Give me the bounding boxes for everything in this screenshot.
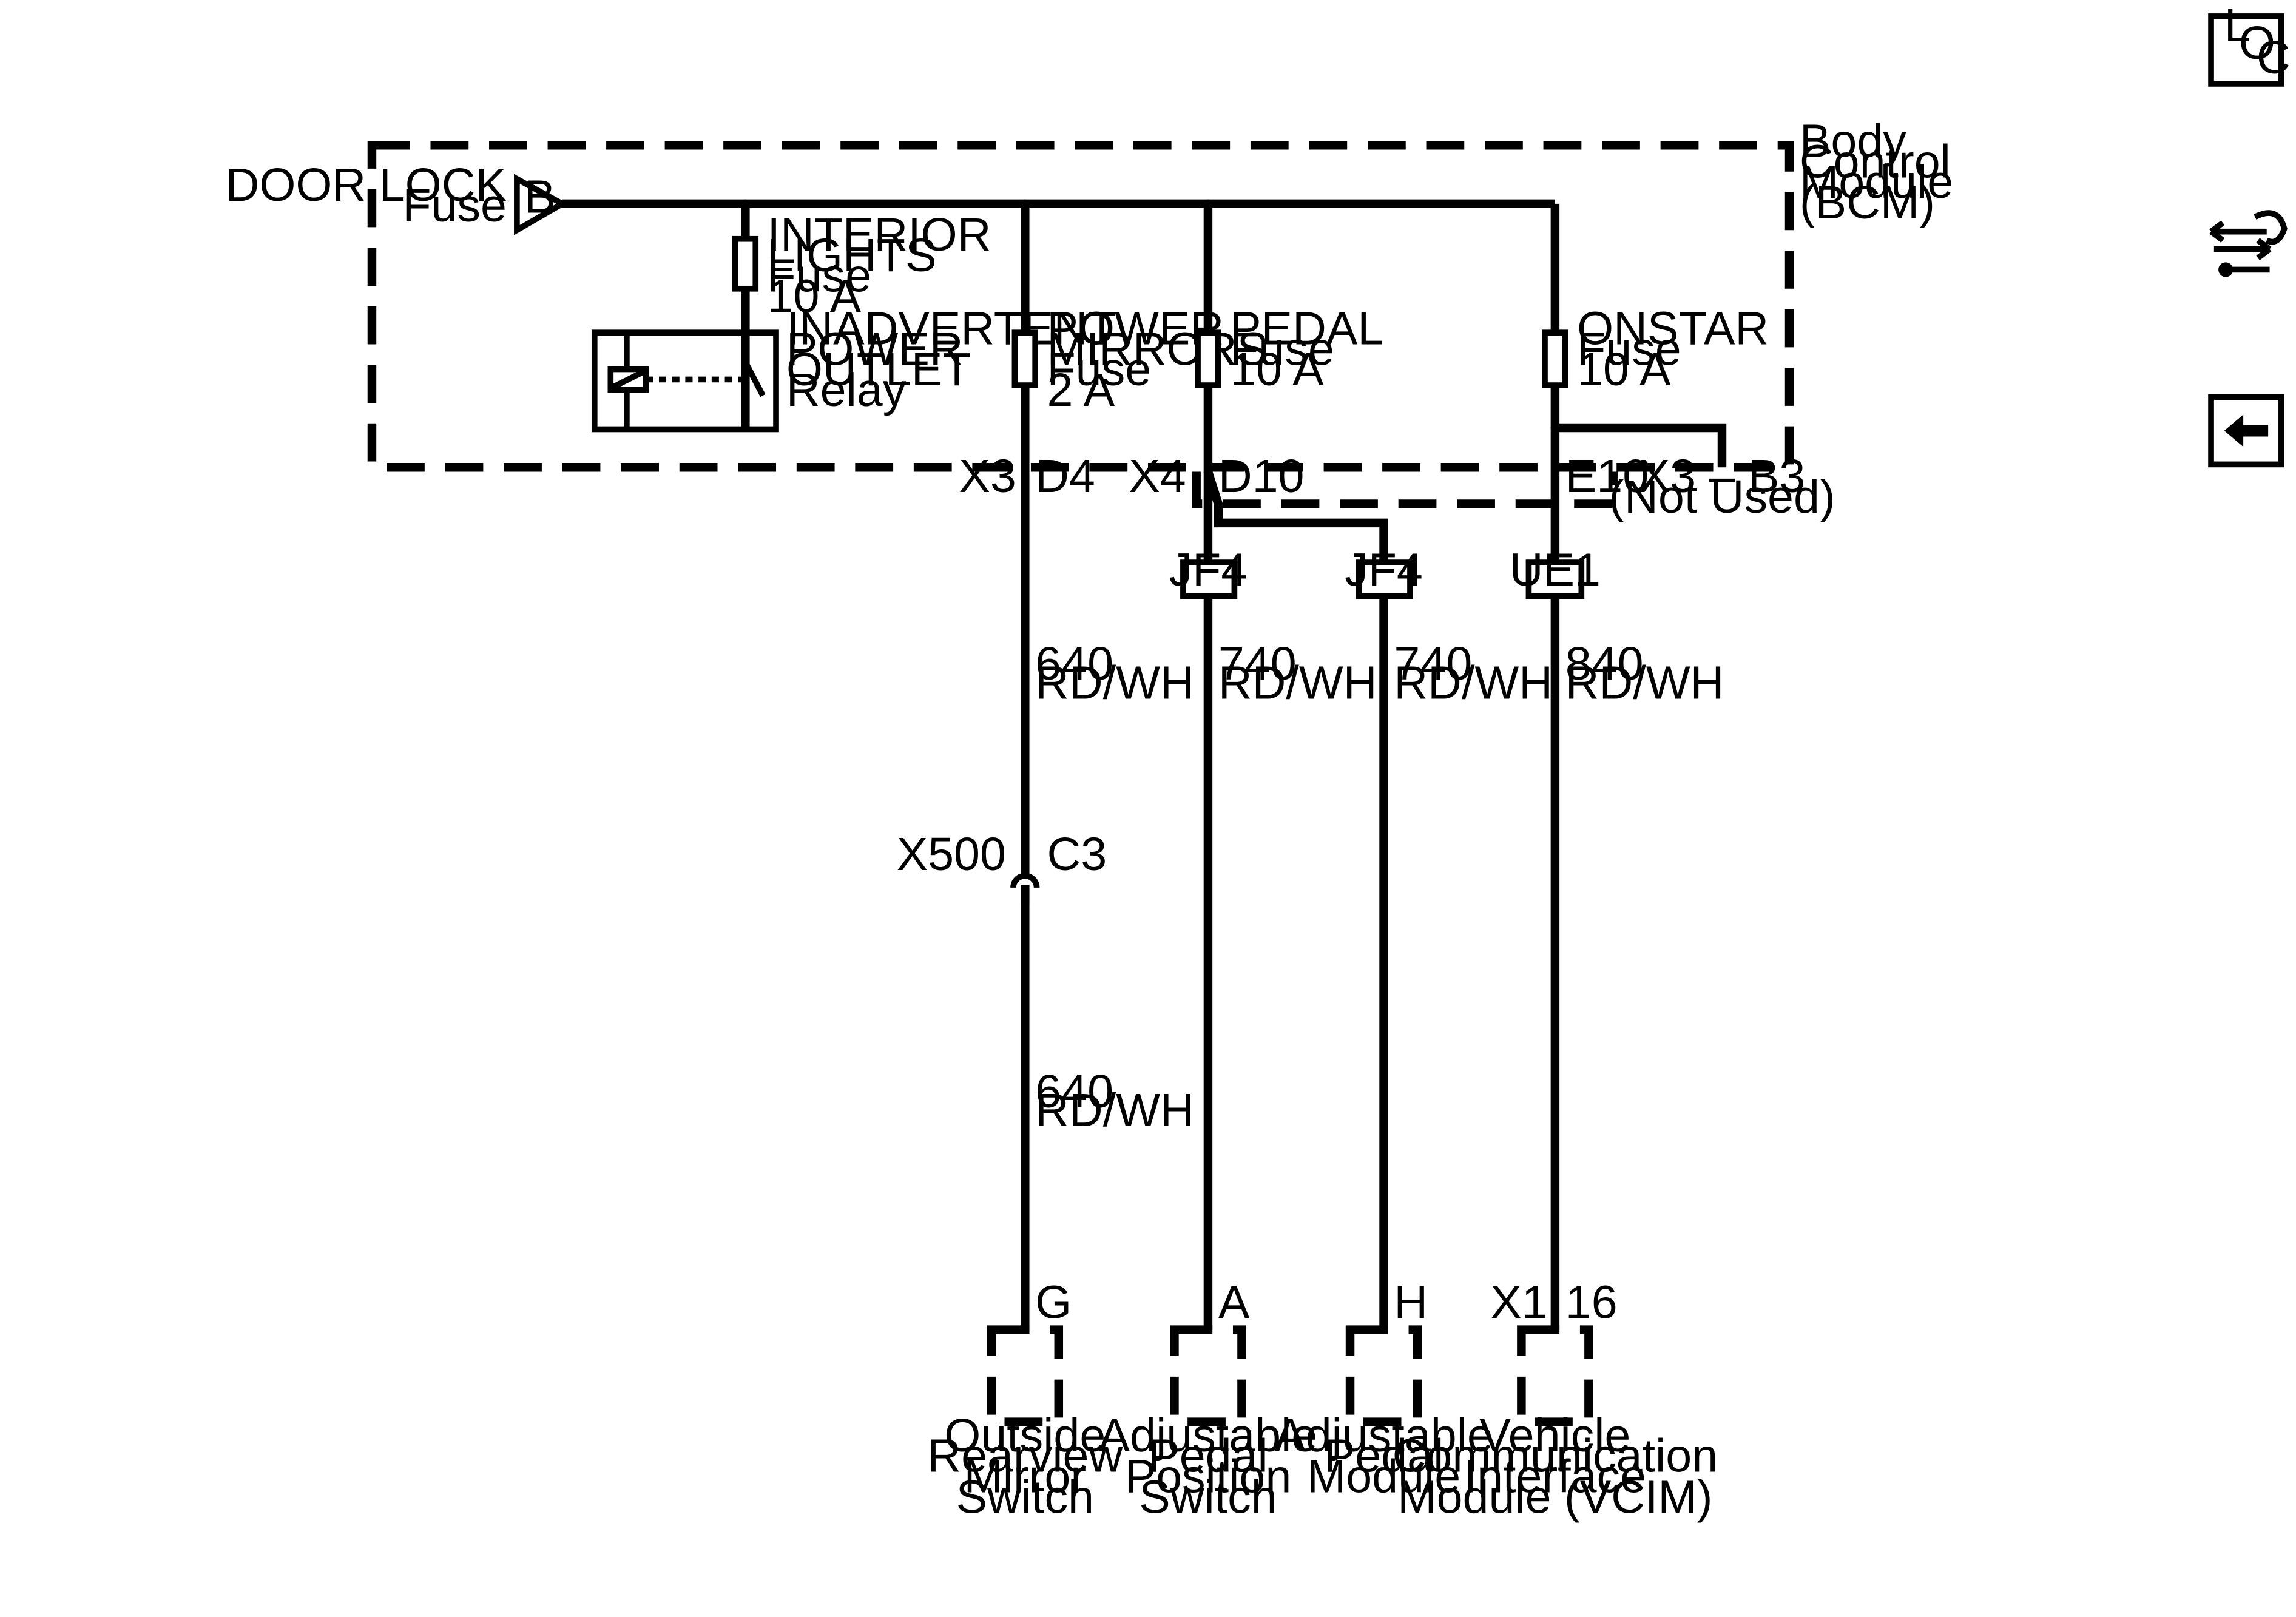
svg-text:Switch: Switch <box>1139 1471 1277 1523</box>
svg-text:Module: Module <box>1800 156 1953 208</box>
svg-text:Pedal: Pedal <box>1148 1430 1268 1482</box>
wire-label-640-top: 640 RD/WH <box>1035 638 1194 709</box>
pin-labels: G A H X1 16 <box>1035 1276 1618 1328</box>
svg-text:X3 – B3: X3 – B3 <box>1639 450 1806 502</box>
svg-text:C: C <box>2257 32 2291 84</box>
loc-icon[interactable]: L O C <box>2208 0 2291 87</box>
svg-text:Fuse: Fuse <box>1577 323 1681 375</box>
svg-text:POWER: POWER <box>1047 302 1224 354</box>
svg-text:840: 840 <box>1565 638 1644 690</box>
svg-text:MIRRORS: MIRRORS <box>1047 323 1268 375</box>
svg-text:H: H <box>1394 1276 1428 1328</box>
svg-text:Module: Module <box>1307 1450 1460 1502</box>
door-lock-fuse: B DOOR LOCK Fuse <box>226 159 569 235</box>
svg-text:Mirror: Mirror <box>964 1450 1086 1502</box>
svg-text:E10: E10 <box>1565 450 1649 502</box>
svg-text:Vehicle: Vehicle <box>1479 1409 1630 1462</box>
svg-text:Switch: Switch <box>956 1471 1094 1523</box>
connector-x4-outline <box>1192 471 1618 508</box>
svg-text:Fuse: Fuse <box>402 180 507 232</box>
component-mirror-switch: Outside Rearview Mirror Switch <box>927 1325 1123 1523</box>
svg-text:INTERIOR: INTERIOR <box>768 209 991 261</box>
svg-text:Module (VCIM): Module (VCIM) <box>1397 1471 1712 1523</box>
interior-lights-fuse: INTERIOR LIGHTS Fuse 10 A <box>732 203 991 430</box>
power-mirrors-fuse: POWER MIRRORS Fuse 2 A <box>1011 302 1268 416</box>
svg-text:Communication: Communication <box>1393 1430 1718 1482</box>
svg-text:Pedal: Pedal <box>1324 1430 1444 1482</box>
svg-text:10 A: 10 A <box>1577 343 1671 396</box>
svg-text:Body: Body <box>1800 115 1906 167</box>
wire-740-branch <box>1203 385 1388 563</box>
svg-text:Rearview: Rearview <box>927 1430 1123 1482</box>
svg-text:RD/WH: RD/WH <box>1035 1084 1194 1136</box>
bcm-module-label: Body Control Module (BCM) <box>1800 115 1953 229</box>
svg-text:16: 16 <box>1565 1276 1618 1328</box>
svg-text:L: L <box>2224 0 2250 52</box>
svg-text:OUTLET: OUTLET <box>786 343 971 396</box>
inline-connector-x500: X500 C3 <box>897 828 1107 905</box>
svg-text:POWER: POWER <box>786 323 964 375</box>
svg-text:640: 640 <box>1035 1065 1113 1118</box>
svg-text:Adjustable: Adjustable <box>1274 1409 1493 1462</box>
svg-text:Fuse: Fuse <box>768 250 872 302</box>
svg-text:RD/WH: RD/WH <box>1565 657 1724 709</box>
svg-text:ONSTAR: ONSTAR <box>1577 302 1769 354</box>
wire-not-used <box>1555 423 1727 468</box>
svg-text:INADVERTENT: INADVERTENT <box>786 302 1116 354</box>
component-vcim: Vehicle Communication Interface Module (… <box>1393 1325 1718 1523</box>
bcm-module-border <box>367 141 1794 472</box>
svg-text:(Not Used): (Not Used) <box>1609 471 1835 523</box>
svg-text:RD/WH: RD/WH <box>1035 657 1194 709</box>
svg-text:X3: X3 <box>959 450 1016 502</box>
splice-jf4-a: JF4 <box>1169 544 1248 599</box>
svg-text:LIGHTS: LIGHTS <box>768 229 937 282</box>
svg-text:640: 640 <box>1035 638 1113 690</box>
wire-label-740-a: 740 RD/WH <box>1218 638 1377 709</box>
svg-text:D10: D10 <box>1218 450 1305 502</box>
svg-text:G: G <box>1035 1276 1072 1328</box>
svg-text:Adjustable: Adjustable <box>1099 1409 1318 1462</box>
svg-text:(BCM): (BCM) <box>1800 177 1935 229</box>
svg-text:O: O <box>2239 17 2275 69</box>
svg-text:RD/WH: RD/WH <box>1218 657 1377 709</box>
connector-labels: X3 D4 X4 D10 E10 X3 – B3 (Not Used) <box>959 450 1835 523</box>
svg-text:10 A: 10 A <box>1230 343 1324 396</box>
svg-text:RD/WH: RD/WH <box>1394 657 1553 709</box>
svg-text:C3: C3 <box>1047 828 1107 880</box>
svg-text:Outside: Outside <box>944 1409 1106 1462</box>
svg-text:Control: Control <box>1800 135 1951 187</box>
svg-text:Relay: Relay <box>786 364 907 416</box>
svg-text:X500: X500 <box>897 828 1006 880</box>
svg-text:Interface: Interface <box>1464 1450 1646 1502</box>
splice-jf4-b: JF4 <box>1345 544 1423 599</box>
wire-label-640-bottom: 640 RD/WH <box>1035 1065 1194 1136</box>
back-arrow-icon[interactable] <box>2208 394 2284 468</box>
splice-ue1: UE1 <box>1510 544 1601 599</box>
svg-text:PEDAL: PEDAL <box>1230 302 1383 354</box>
svg-text:X1: X1 <box>1490 1276 1547 1328</box>
svg-text:B: B <box>524 170 556 223</box>
svg-text:2 A: 2 A <box>1047 364 1115 416</box>
svg-text:JF4: JF4 <box>1169 544 1248 596</box>
svg-text:JF4: JF4 <box>1345 544 1423 596</box>
svg-text:DOOR LOCK: DOOR LOCK <box>226 159 507 211</box>
svg-text:Fuse: Fuse <box>1230 323 1334 375</box>
svg-text:10 A: 10 A <box>768 270 862 322</box>
svg-text:Fuse: Fuse <box>1047 343 1151 396</box>
wire-label-740-b: 740 RD/WH <box>1394 638 1553 709</box>
svg-text:X4: X4 <box>1129 450 1186 502</box>
svg-text:A: A <box>1218 1276 1250 1328</box>
wire-label-840: 840 RD/WH <box>1565 638 1724 709</box>
inadvertent-power-relay: INADVERTENT POWER OUTLET Relay <box>591 302 1116 433</box>
svg-text:Position: Position <box>1125 1450 1292 1502</box>
component-pedal-switch: Adjustable Pedal Position Switch <box>1099 1325 1318 1523</box>
svg-text:740: 740 <box>1394 638 1472 690</box>
connector-tool-icon[interactable] <box>2209 210 2288 277</box>
svg-text:740: 740 <box>1218 638 1297 690</box>
svg-text:UE1: UE1 <box>1510 544 1601 596</box>
component-pedal-module: Adjustable Pedal Module <box>1274 1325 1493 1502</box>
svg-text:D4: D4 <box>1035 450 1095 502</box>
onstar-fuse: ONSTAR Fuse 10 A <box>1542 302 1769 396</box>
